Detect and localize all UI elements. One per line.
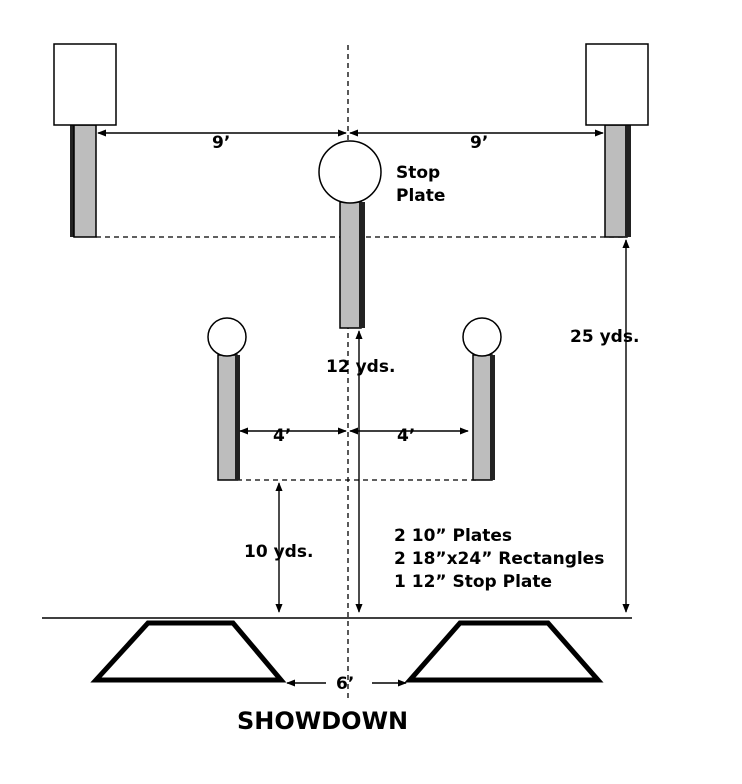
right-plate-target [462,317,502,481]
label-4ft-right: 4’ [397,426,415,446]
left-rectangle-target [53,43,117,238]
label-9ft-left: 9’ [212,133,230,153]
label-stop-line1: Stop [396,163,440,183]
label-12yds: 12 yds. [326,357,395,377]
label-25yds: 25 yds. [570,327,639,347]
legend-line-3: 1 12” Stop Plate [394,572,552,592]
right-shooting-box [404,620,604,683]
right-rectangle-target [585,43,649,238]
left-plate-target [207,317,247,481]
label-stop-line2: Plate [396,186,445,206]
legend-line-1: 2 10” Plates [394,526,512,546]
label-4ft-left: 4’ [273,426,291,446]
left-shooting-box [90,620,287,683]
legend-line-2: 2 18”x24” Rectangles [394,549,604,569]
label-9ft-right: 9’ [470,133,488,153]
stop-plate-target [318,140,382,329]
label-10yds: 10 yds. [244,542,313,562]
label-6ft: 6’ [336,674,354,694]
diagram-title: SHOWDOWN [237,707,408,735]
